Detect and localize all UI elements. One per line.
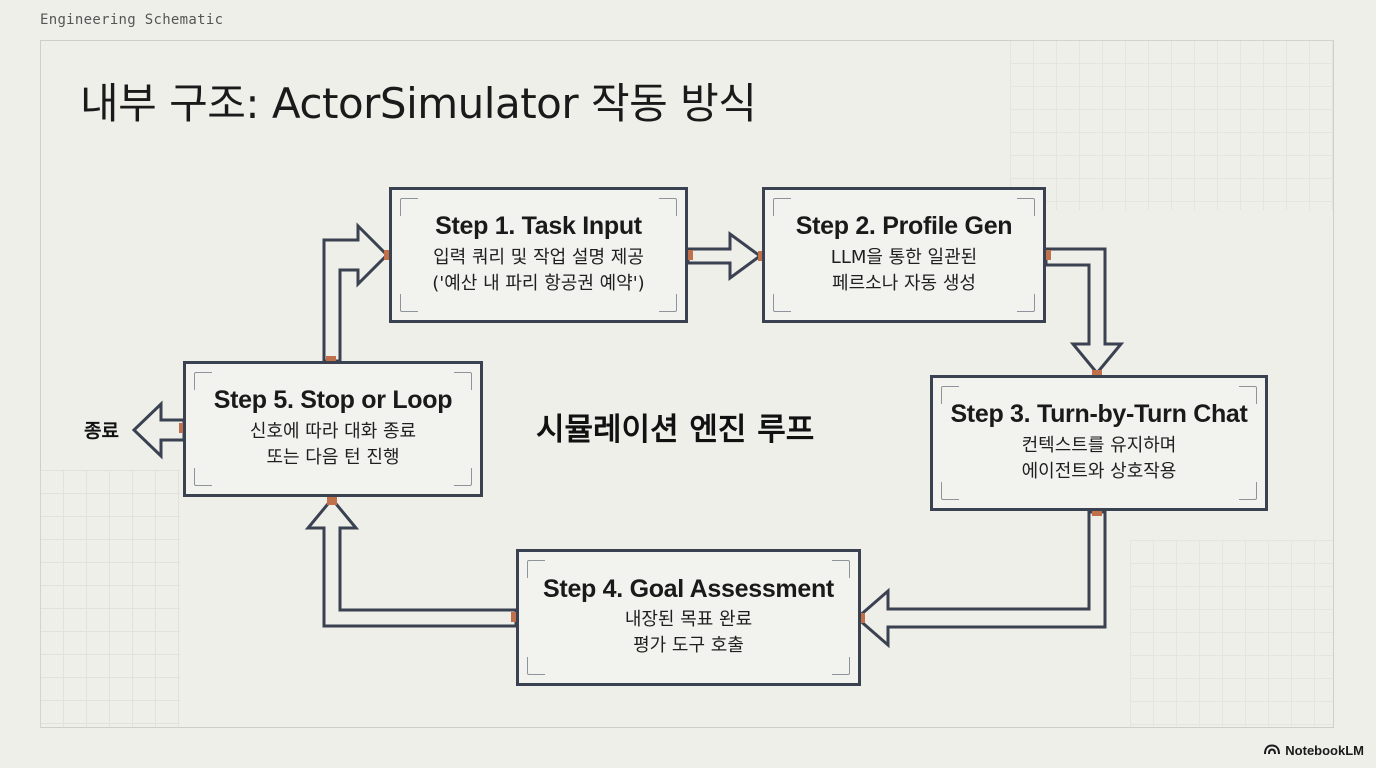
arrow-step2-to-step3 (1044, 247, 1125, 376)
header-label: Engineering Schematic (40, 12, 224, 28)
step-2-profile-gen: Step 2. Profile Gen LLM을 통한 일관된 페르소나 자동 … (762, 187, 1046, 323)
step-description-line: 또는 다음 턴 진행 (266, 446, 400, 468)
step-description-line: 컨텍스트를 유지하며 (1021, 434, 1177, 456)
step-description: 신호에 따라 대화 종료 또는 다음 턴 진행 (250, 419, 416, 471)
step-title: Step 5. Stop or Loop (213, 386, 453, 415)
arrow-step5-to-step1 (322, 222, 390, 363)
brand-name: NotebookLM (1285, 743, 1364, 758)
step-description-line: 입력 쿼리 및 작업 설명 제공 (433, 246, 644, 268)
grid-pattern-bottom-left (40, 470, 180, 728)
step-title: Step 3. Turn-by-Turn Chat (950, 400, 1248, 429)
step-description: LLM을 통한 일관된 페르소나 자동 생성 (831, 245, 977, 297)
step-1-task-input: Step 1. Task Input 입력 쿼리 및 작업 설명 제공 ('예산… (389, 187, 688, 323)
arrow-step5-to-end (131, 400, 186, 460)
step-description: 내장된 목표 완료 평가 도구 호출 (625, 607, 752, 659)
page-title: 내부 구조: ActorSimulator 작동 방식 (80, 79, 757, 128)
step-description-line: 신호에 따라 대화 종료 (249, 420, 417, 442)
arrow-step1-to-step2 (686, 231, 763, 281)
connector-dot (683, 250, 693, 260)
loop-center-label: 시뮬레이션 엔진 루프 (536, 412, 815, 448)
notebooklm-logo-icon (1264, 743, 1281, 758)
arrow-step4-to-step5 (304, 496, 518, 628)
connector-dot (1092, 506, 1102, 516)
arrow-step3-to-step4 (854, 510, 1107, 649)
grid-pattern-top-right (1010, 40, 1334, 210)
step-description-line: 에이전트와 상호작용 (1021, 460, 1177, 482)
step-description: 컨텍스트를 유지하며 에이전트와 상호작용 (1022, 433, 1177, 485)
step-title: Step 1. Task Input (435, 212, 642, 241)
step-description-line: 페르소나 자동 생성 (832, 272, 976, 294)
connector-dot (327, 495, 337, 505)
end-label: 종료 (84, 420, 119, 442)
step-description-line: ('예산 내 파리 항공권 예약') (432, 272, 645, 294)
step-5-stop-or-loop: Step 5. Stop or Loop 신호에 따라 대화 종료 또는 다음 … (183, 361, 483, 497)
step-description: 입력 쿼리 및 작업 설명 제공 ('예산 내 파리 항공권 예약') (432, 245, 644, 297)
step-description-line: 평가 도구 호출 (633, 635, 744, 657)
step-4-goal-assessment: Step 4. Goal Assessment 내장된 목표 완료 평가 도구 … (516, 549, 861, 686)
step-title: Step 2. Profile Gen (795, 212, 1013, 241)
step-title: Step 4. Goal Assessment (543, 574, 834, 603)
step-3-turn-by-turn-chat: Step 3. Turn-by-Turn Chat 컨텍스트를 유지하며 에이전… (930, 375, 1268, 511)
diagram-frame (40, 40, 1334, 728)
connector-dot (1041, 250, 1051, 260)
grid-pattern-bottom-right (1130, 540, 1334, 728)
brand-mark: NotebookLM (1264, 743, 1364, 758)
step-description-line: LLM을 통한 일관된 (830, 246, 978, 268)
step-description-line: 내장된 목표 완료 (624, 609, 753, 631)
